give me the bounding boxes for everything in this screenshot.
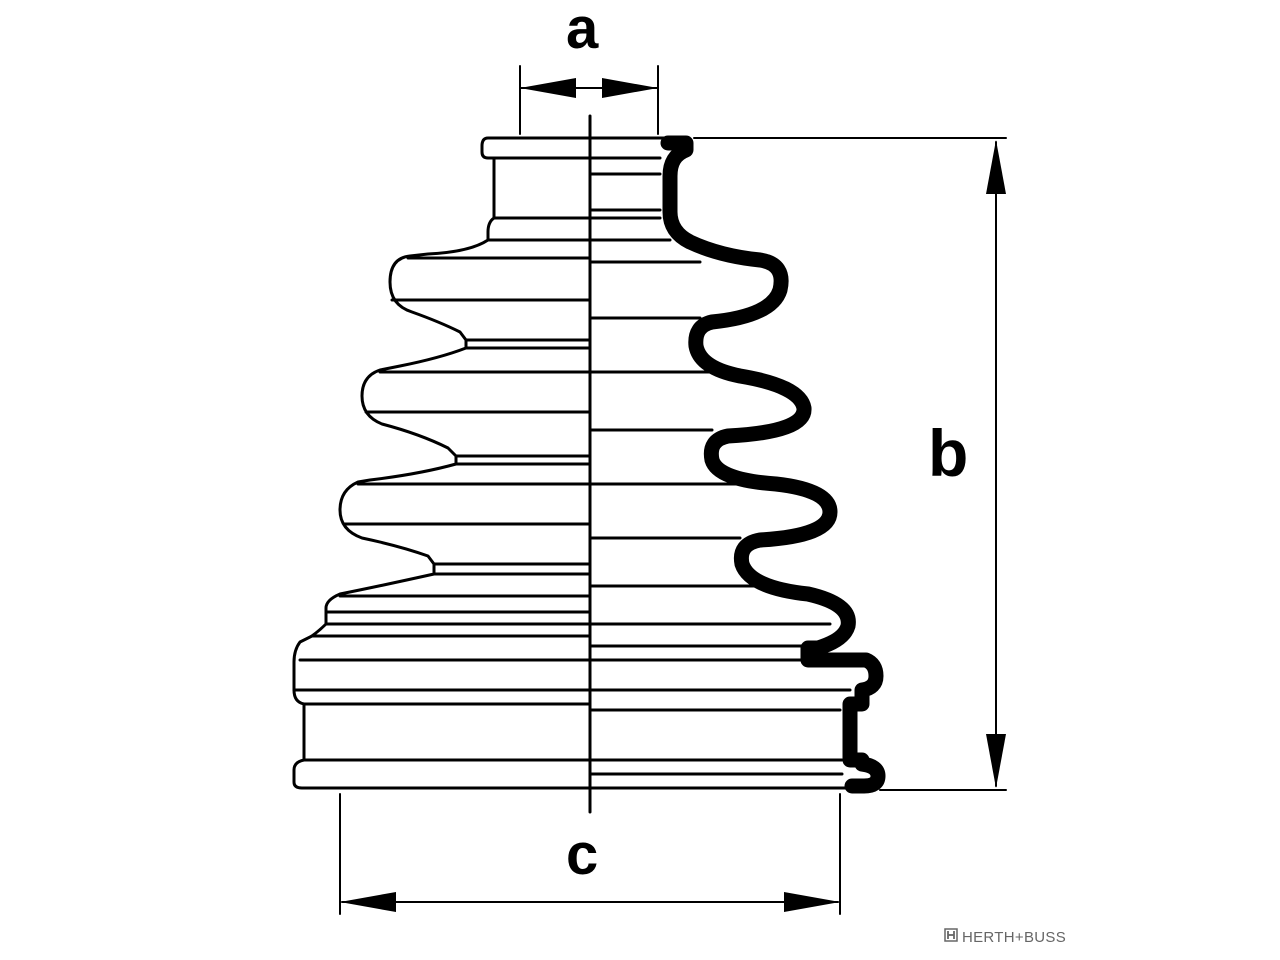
dimension-label-b: b (928, 416, 969, 490)
brand-name: HERTH+BUSS (962, 929, 1067, 946)
arrowhead-a-right (602, 78, 658, 98)
brand-watermark: HERTH+BUSS (944, 928, 1066, 947)
arrowhead-c-left (340, 892, 396, 912)
dimension-label-a: a (566, 0, 599, 61)
herth-buss-logo-icon (944, 928, 958, 947)
arrowhead-c-right (784, 892, 840, 912)
arrowhead-b-top (986, 140, 1006, 194)
arrowhead-b-bottom (986, 734, 1006, 788)
dimension-label-c: c (566, 822, 599, 887)
arrowhead-a-left (520, 78, 576, 98)
boot-wall-section (660, 135, 886, 794)
